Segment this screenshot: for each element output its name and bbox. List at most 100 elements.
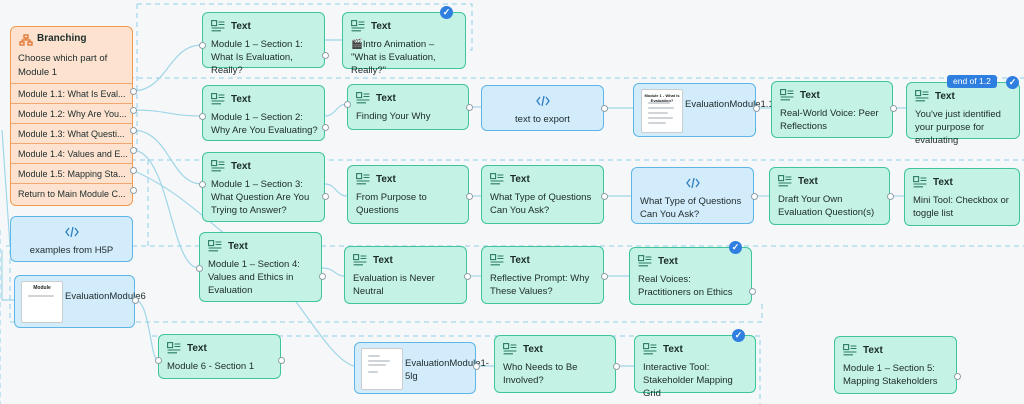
node-title: Text	[376, 92, 396, 104]
text-node-m1s3[interactable]: Text Module 1 – Section 3: What Question…	[202, 152, 325, 222]
node-title: Text	[187, 342, 207, 354]
module-thumbnail: Module 1 - What Is Evaluation?	[641, 89, 683, 133]
text-node-peer[interactable]: Text Real-World Voice: Peer Reflections	[771, 81, 893, 138]
output-port[interactable]	[890, 105, 897, 112]
text-node-type-questions[interactable]: Text What Type of Questions Can You Ask?	[481, 165, 604, 224]
code-node-export[interactable]: text to export	[481, 85, 604, 131]
check-badge-icon: ✓	[440, 6, 453, 19]
text-icon	[167, 342, 181, 354]
output-port[interactable]	[322, 193, 329, 200]
output-port[interactable]	[601, 105, 608, 112]
output-port[interactable]	[466, 104, 473, 111]
check-badge-icon: ✓	[1006, 76, 1019, 89]
text-node-m1s5[interactable]: Text Module 1 – Section 5: Mapping Stake…	[834, 336, 957, 394]
node-body: What Type of Questions Can You Ask?	[640, 196, 742, 220]
module-node-eval15[interactable]: EvaluationModule1-5lg	[354, 342, 489, 394]
output-port[interactable]	[130, 187, 137, 194]
node-title: Text	[935, 90, 955, 102]
output-port[interactable]	[278, 357, 285, 364]
output-port[interactable]	[473, 363, 480, 370]
text-node-reflective[interactable]: Text Reflective Prompt: Why These Values…	[481, 246, 604, 304]
node-title: Text	[798, 175, 818, 187]
text-node-m6s1[interactable]: Text Module 6 - Section 1	[158, 334, 281, 379]
node-body: Evaluation is Never Neutral	[353, 273, 435, 297]
text-node-intro[interactable]: Text 🎬Intro Animation – "What is Evaluat…	[342, 6, 466, 76]
code-node-h5p[interactable]: examples from H5P	[10, 216, 133, 262]
module-node-eval11[interactable]: Module 1 - What Is Evaluation? Evaluatio…	[633, 83, 774, 137]
text-node-m1s1[interactable]: Text Module 1 – Section 1: What Is Evalu…	[202, 12, 325, 76]
branch-option-6[interactable]: Return to Main Module C...	[11, 183, 132, 204]
node-body: EvaluationModule1.1	[685, 99, 774, 110]
branch-option-3[interactable]: Module 1.3: What Questi...	[11, 123, 132, 144]
text-icon	[843, 344, 857, 356]
code-icon	[64, 226, 79, 238]
text-icon	[490, 254, 504, 266]
output-port[interactable]	[601, 193, 608, 200]
text-node-m1s2[interactable]: Text Module 1 – Section 2: Why Are You E…	[202, 85, 325, 141]
node-body: 🎬Intro Animation – "What is Evaluation, …	[351, 39, 436, 76]
output-port[interactable]	[613, 363, 620, 370]
text-node-from-purpose[interactable]: Text From Purpose to Questions	[347, 165, 469, 224]
output-port[interactable]	[130, 107, 137, 114]
node-title: Text	[933, 176, 953, 188]
input-port[interactable]	[344, 101, 351, 108]
input-port[interactable]	[196, 265, 203, 272]
output-port[interactable]	[466, 193, 473, 200]
branch-option-4[interactable]: Module 1.4: Values and E...	[11, 143, 132, 164]
text-node-neutral[interactable]: Text Evaluation is Never Neutral	[344, 246, 467, 304]
node-body: Finding Your Why	[356, 111, 431, 122]
module-node-eval6[interactable]: Module EvaluationModule6	[14, 275, 146, 328]
code-icon	[685, 177, 700, 189]
output-port[interactable]	[751, 193, 758, 200]
input-port[interactable]	[199, 42, 206, 49]
output-port[interactable]	[130, 147, 137, 154]
output-port[interactable]	[954, 373, 961, 380]
output-port[interactable]	[130, 167, 137, 174]
branch-option-5[interactable]: Module 1.5: Mapping Sta...	[11, 163, 132, 184]
output-port[interactable]	[749, 288, 756, 295]
node-title: Text	[663, 343, 683, 355]
output-port[interactable]	[132, 297, 139, 304]
output-port[interactable]	[130, 127, 137, 134]
output-port[interactable]	[464, 273, 471, 280]
node-title: Text	[231, 160, 251, 172]
branch-option-2[interactable]: Module 1.2: Why Are You...	[11, 103, 132, 124]
text-node-m1s4[interactable]: Text Module 1 – Section 4: Values and Et…	[199, 232, 322, 302]
output-port[interactable]	[319, 273, 326, 280]
text-node-why[interactable]: Text Finding Your Why	[347, 84, 469, 130]
node-body: text to export	[515, 114, 570, 125]
text-node-mini-tool[interactable]: Text Mini Tool: Checkbox or toggle list	[904, 168, 1020, 226]
node-title: Text	[523, 343, 543, 355]
text-node-voices[interactable]: Text Real Voices: Practitioners on Ethic…	[629, 241, 752, 305]
text-node-draft[interactable]: Text Draft Your Own Evaluation Question(…	[769, 167, 890, 225]
branching-node[interactable]: Branching Choose which part of Module 1 …	[10, 26, 133, 206]
branch-option-1[interactable]: Module 1.1: What Is Eval...	[11, 83, 132, 104]
text-icon	[915, 90, 929, 102]
output-port[interactable]	[753, 105, 760, 112]
node-body: Draft Your Own Evaluation Question(s)	[778, 194, 875, 218]
output-port[interactable]	[322, 52, 329, 59]
code-node-type-questions[interactable]: What Type of Questions Can You Ask?	[631, 167, 754, 224]
output-port[interactable]	[887, 193, 894, 200]
text-node-interactive[interactable]: Text Interactive Tool: Stakeholder Mappi…	[634, 329, 756, 399]
input-port[interactable]	[199, 181, 206, 188]
node-title: Text	[376, 173, 396, 185]
module-thumbnail	[361, 348, 403, 390]
output-port[interactable]	[130, 88, 137, 95]
text-icon	[913, 176, 927, 188]
output-port[interactable]	[322, 124, 329, 131]
output-port[interactable]	[601, 273, 608, 280]
input-port[interactable]	[199, 113, 206, 120]
text-node-purpose[interactable]: Text You've just identified your purpose…	[906, 75, 1020, 146]
node-body: Module 6 - Section 1	[167, 361, 255, 372]
text-node-who[interactable]: Text Who Needs to Be Involved?	[494, 335, 616, 393]
check-badge-icon: ✓	[732, 329, 745, 342]
module-thumbnail: Module	[21, 281, 63, 323]
node-body: You've just identified your purpose for …	[915, 109, 1001, 146]
text-icon	[780, 89, 794, 101]
text-icon	[208, 240, 222, 252]
node-body: Reflective Prompt: Why These Values?	[490, 273, 590, 297]
check-badge-icon: ✓	[729, 241, 742, 254]
input-port[interactable]	[155, 357, 162, 364]
text-icon	[503, 343, 517, 355]
